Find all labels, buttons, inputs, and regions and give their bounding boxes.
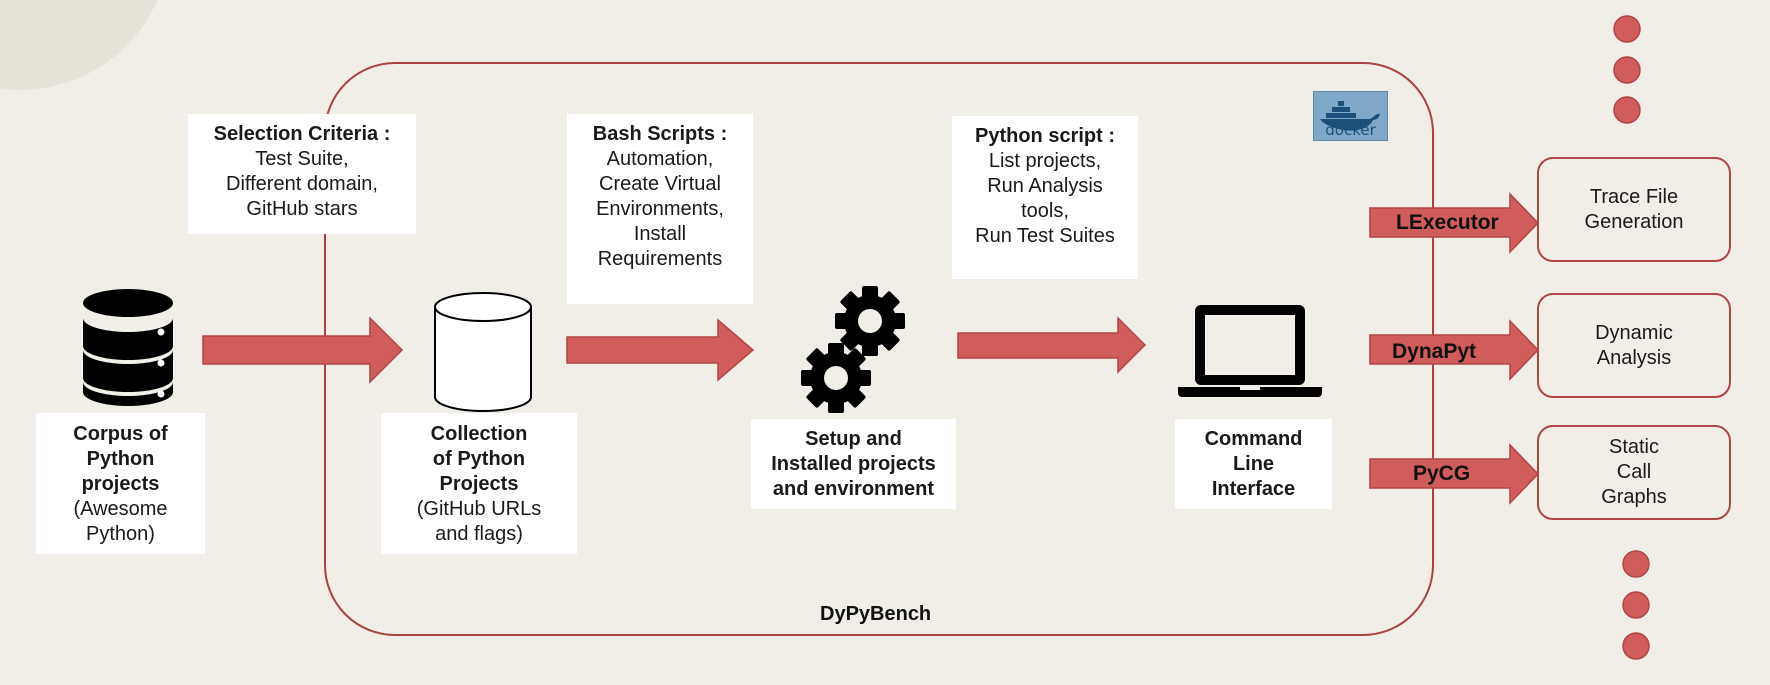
selection-criteria-line: GitHub stars: [246, 198, 358, 220]
bash-scripts-title: Bash Scripts :: [592, 123, 728, 145]
dot-icon: [1622, 632, 1650, 660]
arrow-dynapyt: [1369, 319, 1540, 381]
static-call-graphs-box: Static Call Graphs: [1537, 425, 1731, 520]
selection-criteria-box: Selection Criteria : Test Suite, Differe…: [188, 114, 416, 234]
selection-criteria-line: Different domain,: [226, 173, 378, 195]
dynamic-analysis-box: Dynamic Analysis: [1537, 293, 1731, 398]
docker-logo-label: docker: [1325, 121, 1376, 139]
collection-label-line: (GitHub URLs: [416, 498, 542, 520]
collection-label-line: Collection: [430, 423, 528, 445]
python-script-line: Run Test Suites: [975, 225, 1115, 247]
arrow-lexecutor: [1369, 192, 1540, 254]
collection-label-line: and flags): [435, 523, 523, 545]
output-label-line: Analysis: [1596, 346, 1672, 369]
cli-label-line: Command: [1204, 428, 1303, 450]
python-script-line: List projects,: [988, 150, 1102, 172]
setup-label-line: Setup and: [805, 428, 902, 450]
dot-icon: [1613, 56, 1641, 84]
lexecutor-label: LExecutor: [1396, 211, 1499, 234]
dypybench-label: DyPyBench: [820, 603, 932, 625]
python-script-box: Python script : List projects, Run Analy…: [952, 116, 1138, 279]
corpus-label-line: Python: [86, 448, 155, 470]
collection-node-label: Collection of Python Projects (GitHub UR…: [381, 413, 577, 554]
collection-label-line: of Python: [432, 448, 526, 470]
corpus-node-label: Corpus of Python projects (Awesome Pytho…: [36, 413, 205, 554]
output-label-line: Trace File: [1589, 185, 1679, 208]
pycg-label: PyCG: [1413, 462, 1471, 485]
bash-scripts-line: Automation,: [606, 148, 714, 170]
selection-criteria-line: Test Suite,: [255, 148, 349, 170]
output-label-line: Graphs: [1601, 486, 1667, 508]
database-icon: [83, 289, 173, 406]
setup-node-label: Setup and Installed projects and environ…: [751, 419, 956, 509]
python-script-line: tools,: [1021, 200, 1069, 222]
arrow-collection-to-setup: [566, 318, 755, 382]
python-script-line: Run Analysis: [987, 175, 1103, 197]
output-label-line: Dynamic: [1595, 321, 1673, 344]
output-label-line: Static: [1608, 436, 1660, 458]
gears-icon: [801, 286, 905, 413]
setup-label-line: Installed projects: [771, 453, 936, 475]
dot-icon: [1622, 550, 1650, 578]
corpus-label-line: Python): [86, 523, 155, 545]
bash-scripts-line: Install: [633, 223, 687, 245]
cli-node-label: Command Line Interface: [1175, 419, 1332, 509]
arrow-corpus-to-collection: [202, 316, 404, 384]
dot-icon: [1622, 591, 1650, 619]
corpus-label-line: Corpus of: [73, 423, 168, 445]
bash-scripts-line: Create Virtual: [599, 173, 721, 195]
bash-scripts-line: Requirements: [597, 248, 723, 270]
output-label-line: Call: [1616, 461, 1652, 483]
arrow-setup-to-cli: [957, 316, 1147, 374]
dynapyt-label: DynaPyt: [1392, 340, 1477, 363]
cylinder-icon: [434, 292, 532, 412]
dot-icon: [1613, 15, 1641, 43]
decorative-corner-circle: [0, 0, 158, 90]
output-label-line: Generation: [1584, 210, 1684, 233]
laptop-icon: [1178, 305, 1322, 397]
cli-label-line: Interface: [1211, 478, 1296, 500]
docker-logo-icon: docker: [1313, 91, 1388, 141]
bash-scripts-box: Bash Scripts : Automation, Create Virtua…: [567, 114, 753, 304]
corpus-label-line: (Awesome: [73, 498, 168, 520]
arrow-pycg: [1369, 443, 1540, 505]
trace-file-generation-box: Trace File Generation: [1537, 157, 1731, 262]
selection-criteria-title: Selection Criteria :: [213, 123, 391, 145]
dot-icon: [1613, 96, 1641, 124]
cli-label-line: Line: [1232, 453, 1275, 475]
corpus-label-line: projects: [81, 473, 160, 495]
collection-label-line: Projects: [439, 473, 519, 495]
setup-label-line: and environment: [772, 478, 935, 500]
python-script-title: Python script :: [974, 125, 1115, 147]
bash-scripts-line: Environments,: [596, 198, 724, 220]
